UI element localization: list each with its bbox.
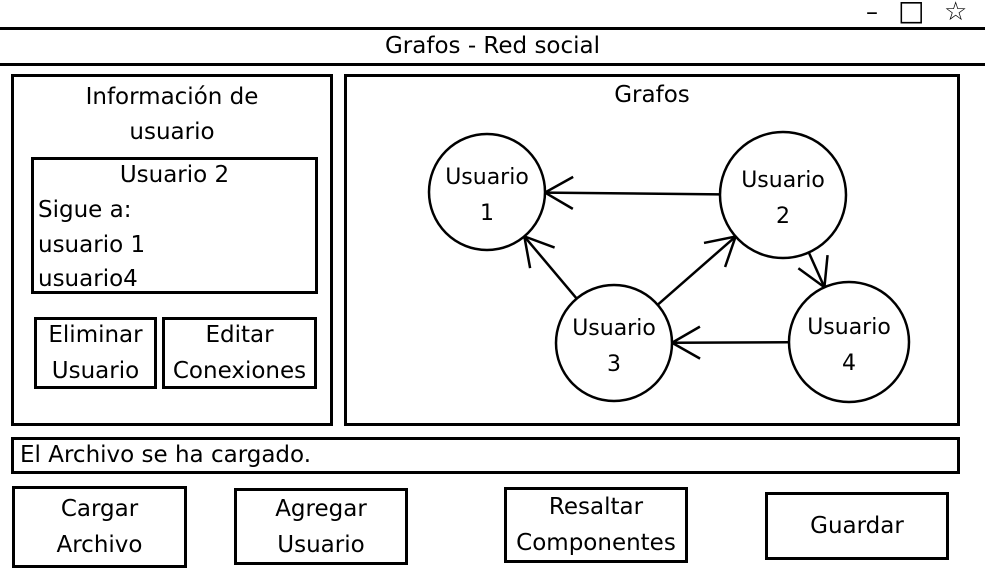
graph-node-circle[interactable] (427, 132, 547, 252)
follows-label: Sigue a: (38, 197, 132, 223)
graph-edge-u3-u2 (656, 235, 737, 306)
graph-node-circle[interactable] (718, 130, 848, 260)
graph-node-label: 4 (842, 351, 856, 376)
highlight-components-button[interactable]: Resaltar Componentes (504, 487, 688, 563)
status-bar: El Archivo se ha cargado. (11, 437, 960, 474)
window-title: Grafos - Red social (384, 33, 601, 59)
graph-node-u2[interactable]: Usuario 2 (718, 130, 848, 260)
star-icon[interactable]: ☆ (944, 0, 968, 27)
user-card: Usuario 2 Sigue a: usuario 1 usuario4 (31, 157, 318, 294)
graph-node-circle[interactable] (787, 280, 911, 404)
graph-node-label: Usuario (572, 316, 656, 341)
title-bar-bottom-divider (0, 63, 985, 66)
followed-user: usuario4 (38, 266, 138, 292)
graph-edge-u2-u1 (544, 191, 721, 196)
graph-node-label: Usuario (741, 168, 825, 193)
title-bar-top-divider (0, 27, 985, 30)
load-file-button[interactable]: Cargar Archivo (12, 486, 187, 568)
delete-user-button[interactable]: Eliminar Usuario (34, 317, 157, 389)
graph-node-label: 2 (776, 204, 790, 229)
user-info-title: Información de usuario (85, 84, 259, 145)
minimize-icon[interactable]: – (866, 0, 878, 26)
graph-node-label: 1 (480, 201, 494, 226)
user-card-header: Usuario 2 (119, 162, 230, 188)
maximize-icon[interactable]: □ (898, 0, 925, 27)
graph-node-label: Usuario (445, 165, 529, 190)
add-user-button[interactable]: Agregar Usuario (234, 488, 408, 565)
edit-connections-button[interactable]: Editar Conexiones (162, 317, 317, 389)
graph-edge-u2-u4 (807, 251, 826, 288)
graph-node-u1[interactable]: Usuario 1 (427, 132, 547, 252)
graph-edge-u3-u1 (523, 235, 578, 300)
graph-node-label: Usuario (807, 315, 891, 340)
graph-node-label: 3 (607, 352, 621, 377)
graph-node-circle[interactable] (554, 283, 674, 403)
graph-node-u4[interactable]: Usuario 4 (787, 280, 911, 404)
followed-user: usuario 1 (38, 232, 146, 258)
user-info-panel: Información de usuario Usuario 2 Sigue a… (11, 74, 333, 426)
graph-node-u3[interactable]: Usuario 3 (554, 283, 674, 403)
graph-panel-title: Grafos (614, 82, 690, 108)
save-button[interactable]: Guardar (765, 492, 949, 560)
